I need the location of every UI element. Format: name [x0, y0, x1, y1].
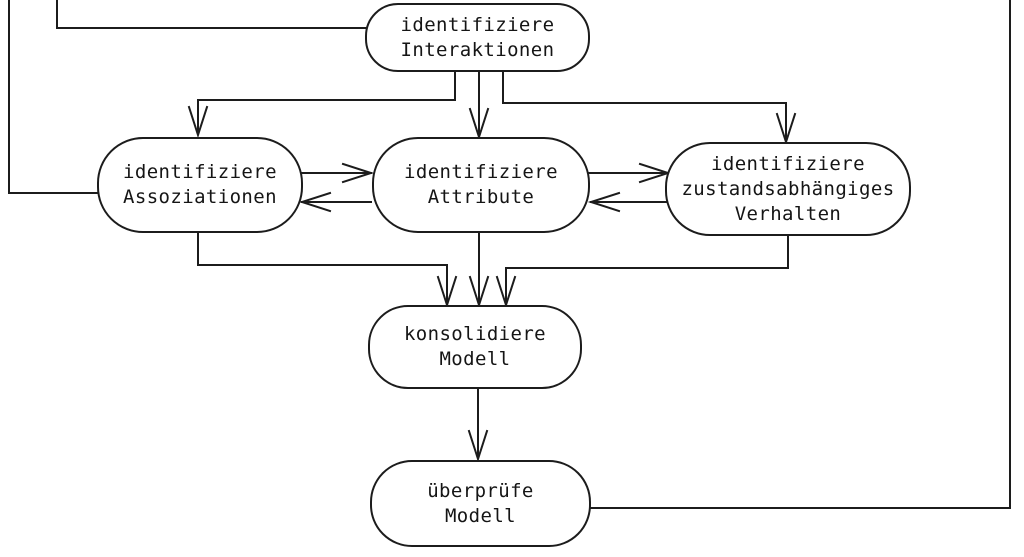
connector-verhalten-to-konsolidiere [495, 235, 789, 309]
connector-interaktionen-to-verhalten [502, 71, 797, 146]
connector-verhalten-to-attribute [587, 191, 669, 213]
connector-attribute-to-konsolidiere [468, 232, 490, 309]
connector-offscreen-to-assoziationen [8, 0, 98, 194]
connector-attribute-to-assoziationen [298, 191, 372, 213]
connector-line [56, 0, 371, 29]
node-label-konsolidiere: konsolidiere Modell [403, 323, 547, 370]
node-identifiziere-attribute: identifiziere Attribute [372, 137, 590, 233]
node-ueberpruefe-modell: überprüfe Modell [370, 460, 591, 547]
node-label-interaktionen: identifiziere Interaktionen [400, 13, 555, 61]
connector-interaktionen-to-assoziationen [187, 71, 456, 139]
connector-interaktionen-to-attribute [468, 71, 490, 141]
node-label-verhalten: identifiziere zustandsabhängiges Verhalt… [681, 152, 895, 225]
connector-line [197, 231, 448, 305]
node-identifiziere-interaktionen: identifiziere Interaktionen [365, 3, 590, 72]
node-identifiziere-assoziationen: identifiziere Assoziationen [97, 137, 303, 233]
arrowhead-left-icon [298, 191, 332, 213]
node-label-assoziationen: identifiziere Assoziationen [123, 161, 277, 208]
node-konsolidiere-modell: konsolidiere Modell [368, 305, 582, 389]
connector-line [197, 71, 456, 135]
connector-ueberpruefe-to-offscreen [589, 0, 1011, 509]
node-label-attribute: identifiziere Attribute [404, 161, 558, 208]
arrowhead-right-icon [341, 162, 375, 184]
connector-assoziationen-to-konsolidiere [197, 231, 458, 309]
arrowhead-left-icon [587, 191, 621, 213]
connector-line [505, 235, 789, 305]
connector-line [8, 0, 98, 194]
connector-assoziationen-to-attribute [300, 162, 375, 184]
connector-group [8, 0, 1011, 509]
arrowhead-down-icon [467, 429, 489, 463]
node-identifiziere-zustandsabhaengiges-verhalten: identifiziere zustandsabhängiges Verhalt… [665, 142, 911, 236]
connector-konsolidiere-to-ueberpruefe [467, 388, 489, 463]
connector-attribute-to-verhalten [588, 162, 672, 184]
connector-offscreen-to-interaktionen [56, 0, 371, 29]
node-label-ueberpruefe: überprüfe Modell [427, 479, 534, 527]
connector-line [502, 71, 787, 142]
connector-line [589, 0, 1011, 509]
arrowhead-down-icon [187, 105, 209, 139]
